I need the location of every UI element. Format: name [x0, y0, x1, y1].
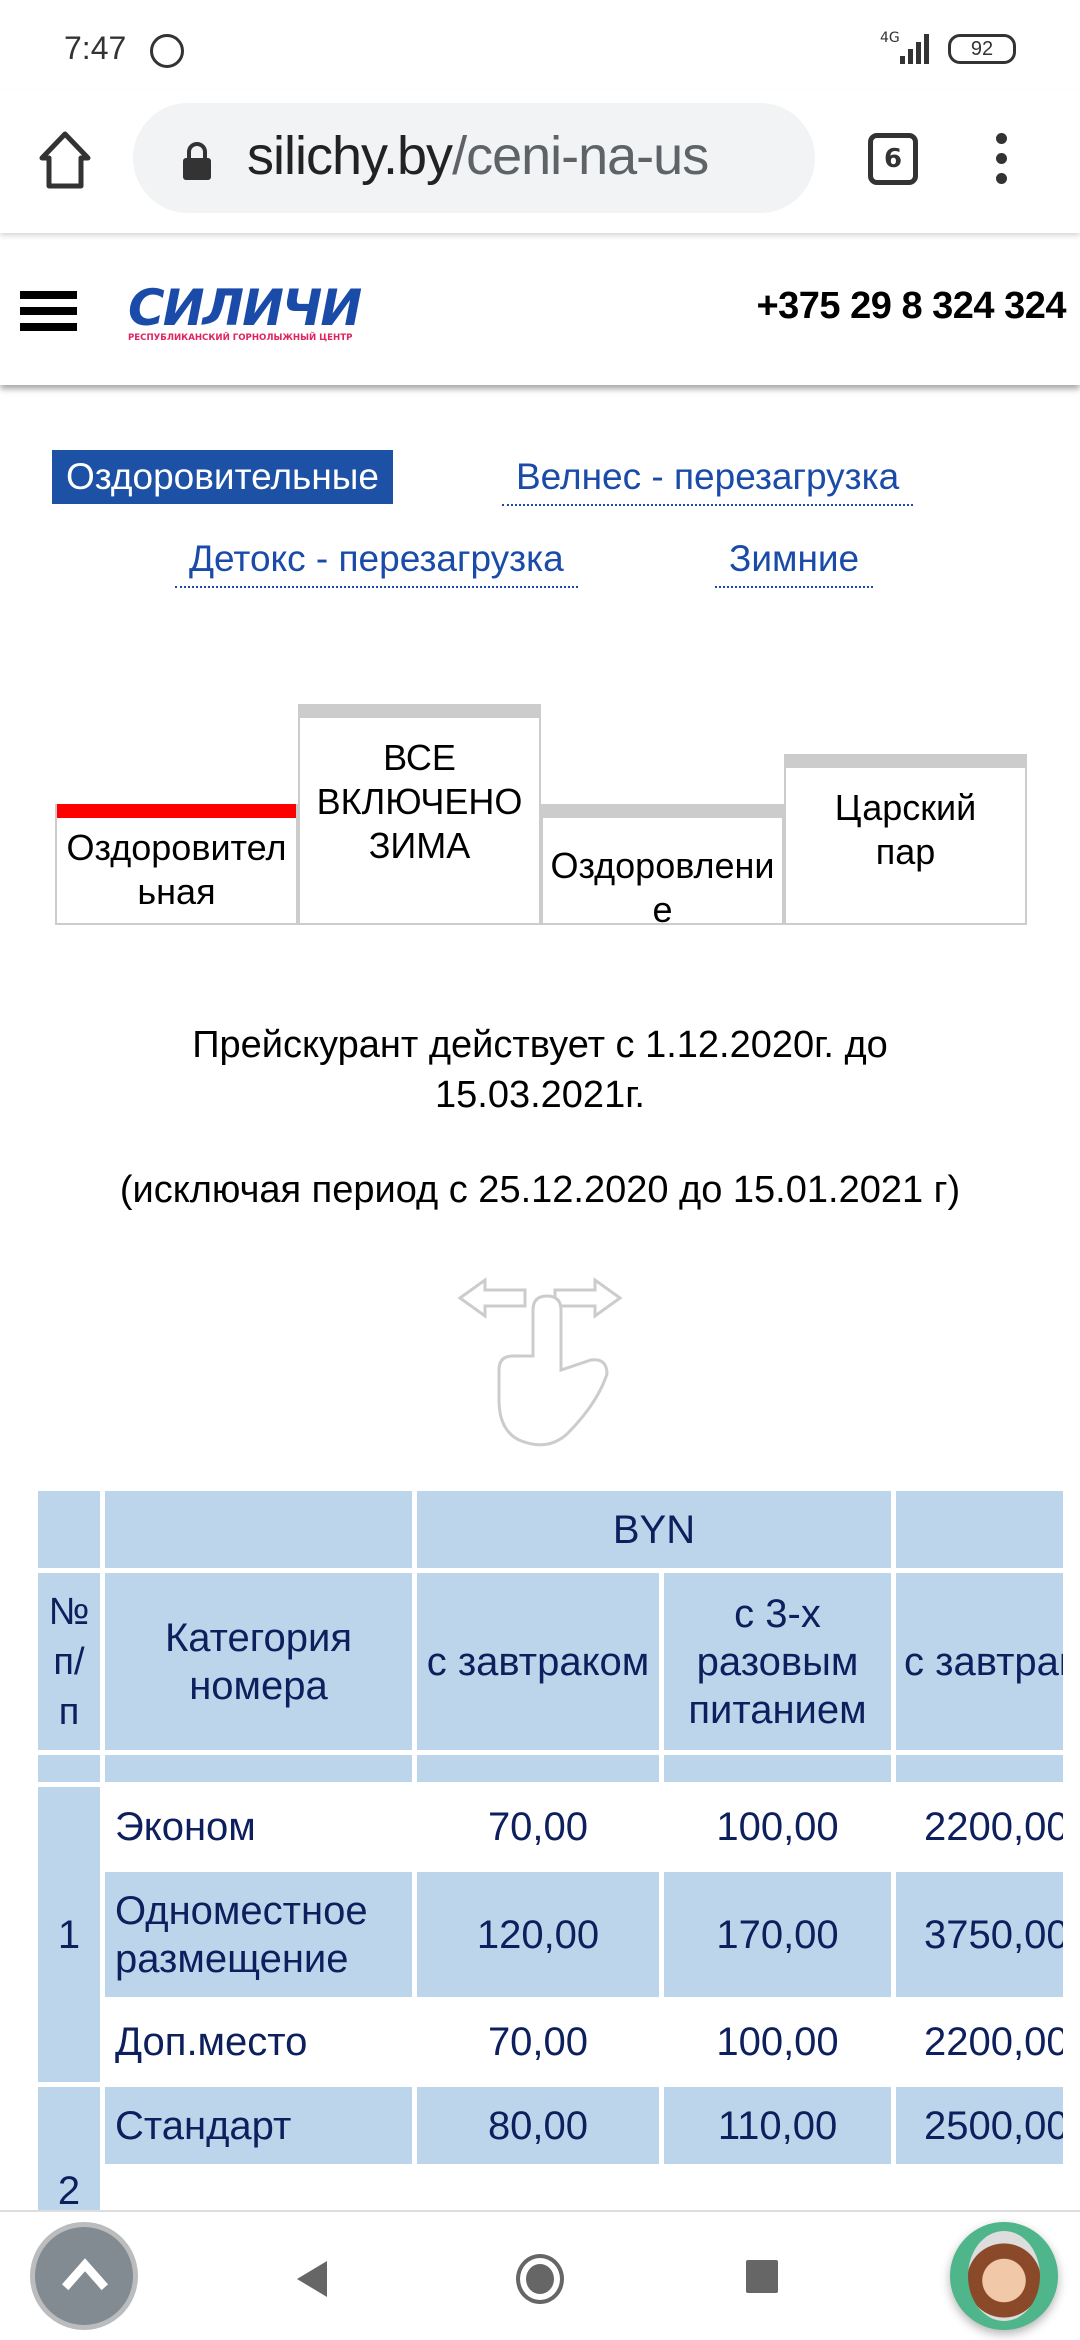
home-icon[interactable] [38, 130, 92, 190]
table-row: Одноместное 135,00 187,00 4250,00 [36, 2164, 1063, 2210]
table-row: 2 Стандарт 80,00 110,00 2500,00 [33, 2082, 1063, 2210]
tab-tsar-steam[interactable]: Царский пар [784, 754, 1027, 925]
site-logo[interactable]: СИЛИЧИ РЕСПУБЛИКАНСКИЙ ГОРНОЛЫЖНЫЙ ЦЕНТР [128, 279, 362, 343]
category-winter[interactable]: Зимние [715, 532, 874, 588]
program-tabs: Оздоровительная ВСЕ ВКЛЮЧЕНО ЗИМА Оздоро… [55, 700, 1027, 925]
row-num: 2 [33, 2082, 105, 2210]
table-row: Доп.место 70,00 100,00 2200,00 [36, 1997, 1063, 2087]
tab-switcher-button[interactable]: 6 [868, 133, 918, 185]
col-header-category: Категория номера [100, 1568, 417, 1755]
col-header-num: № п/п [33, 1568, 105, 1755]
category-detox[interactable]: Детокс - перезагрузка [175, 532, 578, 588]
col-header-breakfast: с завтраком [412, 1568, 664, 1755]
table-row: 1 Эконом 70,00 100,00 2200,00 [33, 1782, 1063, 2087]
back-icon[interactable] [295, 2259, 329, 2299]
tab-all-inclusive-winter[interactable]: ВСЕ ВКЛЮЧЕНО ЗИМА [298, 704, 541, 925]
site-header: СИЛИЧИ РЕСПУБЛИКАНСКИЙ ГОРНОЛЫЖНЫЙ ЦЕНТР… [0, 233, 1080, 385]
battery-indicator: 92 [948, 34, 1016, 64]
more-menu-icon[interactable] [990, 133, 1012, 185]
tab-healthy-label: Оздоровительная [66, 827, 287, 912]
home-nav-icon[interactable] [516, 2254, 564, 2304]
hamburger-menu-icon[interactable] [20, 291, 77, 331]
col-header-breakfast-2: с завтраком [891, 1568, 1063, 1755]
browser-toolbar: silichy.by/ceni-na-us 6 [0, 90, 1080, 233]
category-wellness[interactable]: Велнес - перезагрузка [502, 450, 914, 506]
row-num: 1 [33, 1782, 105, 2087]
tab-recovery-label: Оздоровление [550, 845, 775, 925]
support-avatar [968, 2231, 1040, 2321]
recents-icon[interactable] [746, 2260, 778, 2293]
tab-recovery[interactable]: Оздоровление [541, 804, 784, 925]
address-bar[interactable]: silichy.by/ceni-na-us [133, 103, 815, 213]
currency-header: BYN [412, 1486, 896, 1573]
price-exclusion: (исключая период с 25.12.2020 до 15.01.2… [119, 1169, 961, 1211]
url-domain: silichy.by [247, 126, 453, 186]
system-nav-bar [0, 2210, 1080, 2340]
col-header-three-meals: с 3-х разовым питанием [659, 1568, 896, 1755]
status-time: 7:47 [64, 30, 127, 66]
url-path: /ceni-na-us [452, 126, 709, 186]
signal-icon [900, 34, 929, 64]
scroll-to-top-button[interactable] [30, 2222, 138, 2330]
price-validity: Прейскурант действует с 1.12.2020г. до 1… [192, 1024, 888, 1116]
network-type: 4G [880, 30, 900, 46]
status-bar: 7:47 4G 92 [0, 0, 1080, 90]
chat-support-button[interactable] [950, 2222, 1058, 2330]
tab-healthy[interactable]: Оздоровительная [55, 804, 298, 925]
lock-icon [183, 142, 211, 180]
table-row: Одноместное размещение 120,00 170,00 375… [36, 1867, 1063, 2002]
price-table: BYN № п/п Категория номера с завтраком с… [33, 1486, 1063, 2210]
alarm-icon [150, 34, 184, 68]
chevron-up-icon [61, 2258, 109, 2291]
phone-link[interactable]: +375 29 8 324 324 [756, 285, 1066, 327]
price-table-scroll[interactable]: BYN № п/п Категория номера с завтраком с… [33, 1486, 1063, 2210]
category-healthy[interactable]: Оздоровительные [52, 450, 393, 504]
swipe-hand-icon [457, 1277, 623, 1447]
